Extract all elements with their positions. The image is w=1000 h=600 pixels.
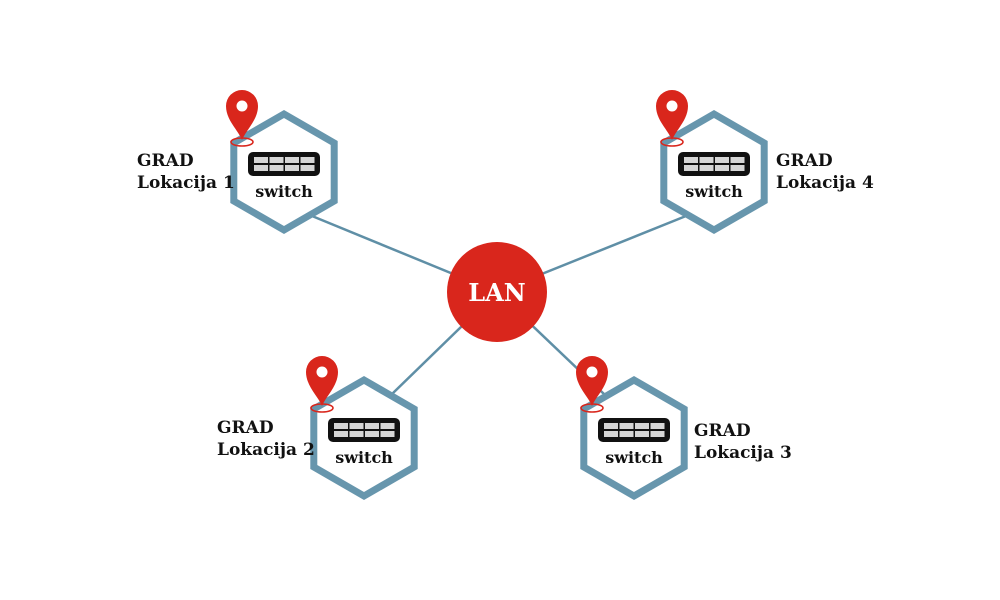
city-label: GRAD	[694, 421, 751, 441]
switch-label: switch	[605, 448, 663, 467]
location-pin-icon	[306, 356, 338, 413]
location-label: Lokacija 1	[137, 173, 235, 193]
location-pin-icon	[576, 356, 608, 413]
switch-icon	[328, 418, 400, 442]
location-label: Lokacija 4	[776, 173, 874, 193]
location-pin-icon	[226, 90, 258, 147]
city-label: GRAD	[217, 418, 274, 438]
lan-hub: LAN	[447, 242, 547, 342]
switch-icon	[678, 152, 750, 176]
city-label: GRAD	[137, 151, 194, 171]
switch-icon	[598, 418, 670, 442]
location-pin-icon	[656, 90, 688, 147]
lan-hub-circle	[447, 242, 547, 342]
switch-label: switch	[335, 448, 393, 467]
switch-label: switch	[255, 182, 313, 201]
location-label: Lokacija 3	[694, 443, 792, 463]
switch-label: switch	[685, 182, 743, 201]
location-label: Lokacija 2	[217, 440, 315, 460]
city-label: GRAD	[776, 151, 833, 171]
switch-icon	[248, 152, 320, 176]
lan-hub-label: LAN	[468, 278, 525, 307]
